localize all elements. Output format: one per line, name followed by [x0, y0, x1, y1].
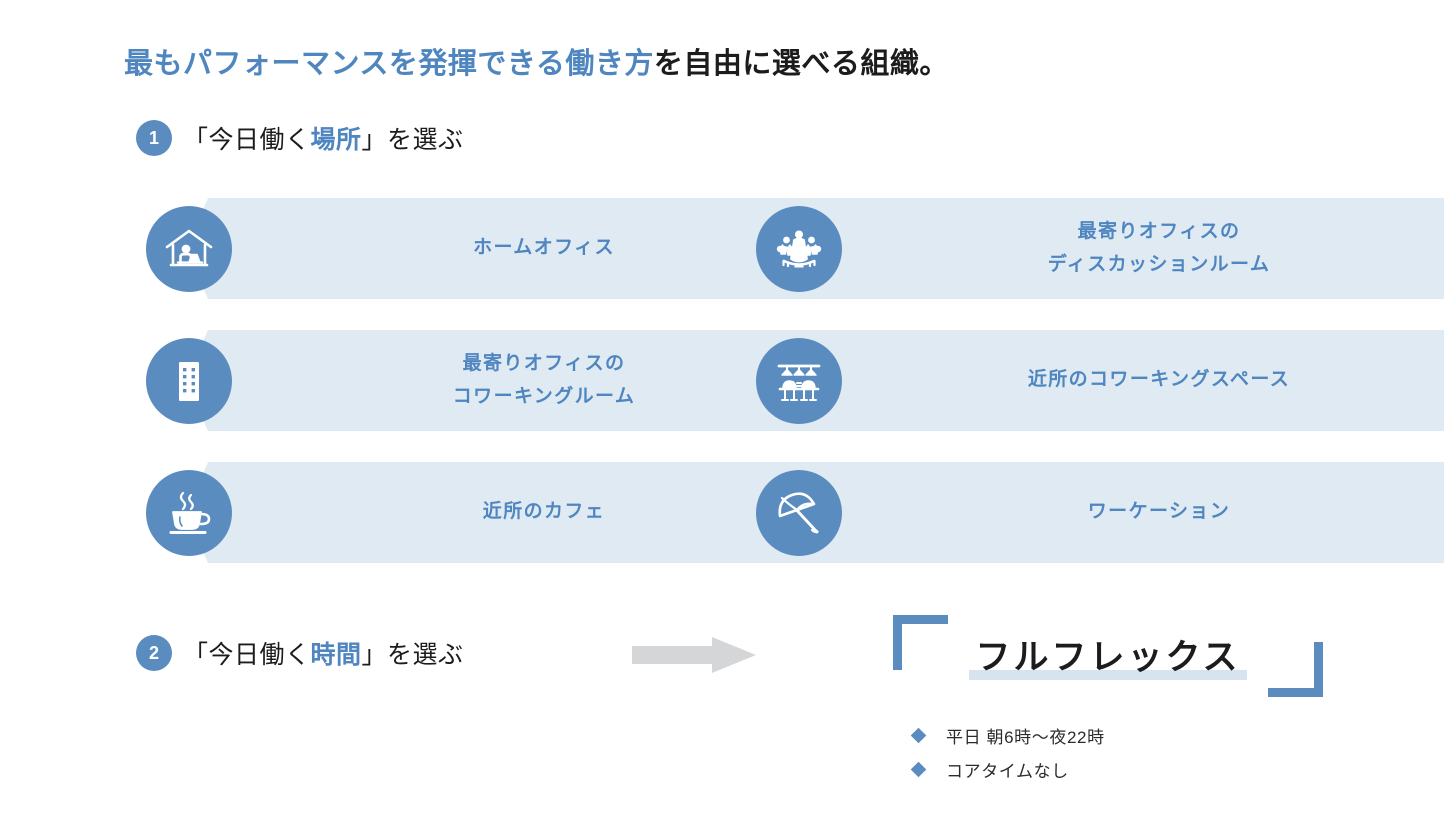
card-label-line2: コワーキングルーム: [452, 385, 636, 407]
option-card-home-office[interactable]: ホームオフィス: [146, 198, 856, 299]
flex-title: フルフレックス: [975, 638, 1241, 677]
list-item: 平日 朝6時〜夜22時: [910, 718, 1310, 752]
step-1-heading: 1 「今日働く場所」を選ぶ: [136, 120, 464, 156]
card-label: 最寄りオフィスの ディスカッションルーム: [842, 198, 1444, 299]
card-label-line1: 近所のカフェ: [482, 501, 606, 523]
card-label-line2: ディスカッションルーム: [1047, 253, 1271, 275]
step-2-heading: 2 「今日働く時間」を選ぶ: [136, 635, 464, 671]
bullet-text: コアタイムなし: [946, 761, 1069, 781]
office-building-icon: [146, 337, 232, 424]
card-background: [186, 198, 856, 299]
bullet-text: 平日 朝6時〜夜22時: [946, 727, 1105, 747]
option-card-coworking-room[interactable]: 最寄りオフィスの コワーキングルーム: [146, 330, 856, 431]
card-label: 最寄りオフィスの コワーキングルーム: [232, 330, 856, 431]
beach-umbrella-icon: [756, 469, 842, 556]
card-background: [796, 330, 1444, 431]
flex-title-highlight: [969, 670, 1247, 680]
option-card-workation[interactable]: ワーケーション: [756, 462, 1444, 563]
step-2-suffix: 」を選ぶ: [361, 641, 464, 669]
card-label-line1: 最寄りオフィスの: [462, 352, 626, 374]
flow-arrow-icon: [632, 637, 756, 673]
discussion-room-icon: [756, 205, 842, 292]
flex-callout: フルフレックス: [893, 615, 1323, 697]
home-office-icon: [146, 205, 232, 292]
step-1-suffix: 」を選ぶ: [361, 126, 464, 154]
diamond-bullet-icon: [910, 727, 927, 743]
card-label: 近所のカフェ: [232, 462, 856, 563]
list-item: コアタイムなし: [910, 752, 1310, 786]
card-label: ホームオフィス: [232, 198, 856, 299]
coffee-cup-icon: [146, 469, 232, 556]
page-title-accent: 最もパフォーマンスを発揮できる働き方: [124, 48, 654, 80]
bracket-bottom-right-icon: [1268, 642, 1323, 697]
step-2-label: 「今日働く時間」を選ぶ: [183, 635, 464, 671]
option-card-cafe[interactable]: 近所のカフェ: [146, 462, 856, 563]
step-2-prefix: 「今日働く: [183, 641, 311, 669]
diamond-bullet-icon: [910, 761, 927, 777]
card-background: [186, 462, 856, 563]
step-1-accent: 場所: [310, 126, 362, 154]
bracket-top-left-icon: [893, 615, 948, 670]
step-1-prefix: 「今日働く: [183, 126, 311, 154]
page-title-plain: を自由に選べる組織。: [653, 48, 949, 80]
option-card-discussion-room[interactable]: 最寄りオフィスの ディスカッションルーム: [756, 198, 1444, 299]
card-label-line1: ホームオフィス: [473, 237, 615, 259]
card-background: [796, 198, 1444, 299]
card-label-line1: 最寄りオフィスの: [1077, 220, 1241, 242]
flex-bullet-list: 平日 朝6時〜夜22時 コアタイムなし: [910, 718, 1310, 786]
card-label: ワーケーション: [842, 462, 1444, 563]
step-2-accent: 時間: [310, 641, 362, 669]
card-background: [796, 462, 1444, 563]
step-2-badge: 2: [136, 635, 172, 671]
step-1-badge: 1: [136, 120, 172, 156]
card-label-line1: ワーケーション: [1087, 501, 1231, 523]
option-card-coworking-space[interactable]: 近所のコワーキングスペース: [756, 330, 1444, 431]
card-label: 近所のコワーキングスペース: [842, 330, 1444, 431]
step-1-label: 「今日働く場所」を選ぶ: [183, 120, 464, 156]
coworking-desk-icon: [756, 337, 842, 424]
card-background: [186, 330, 856, 431]
card-label-line1: 近所のコワーキングスペース: [1027, 369, 1291, 391]
page-title: 最もパフォーマンスを発揮できる働き方を自由に選べる組織。: [124, 40, 949, 82]
